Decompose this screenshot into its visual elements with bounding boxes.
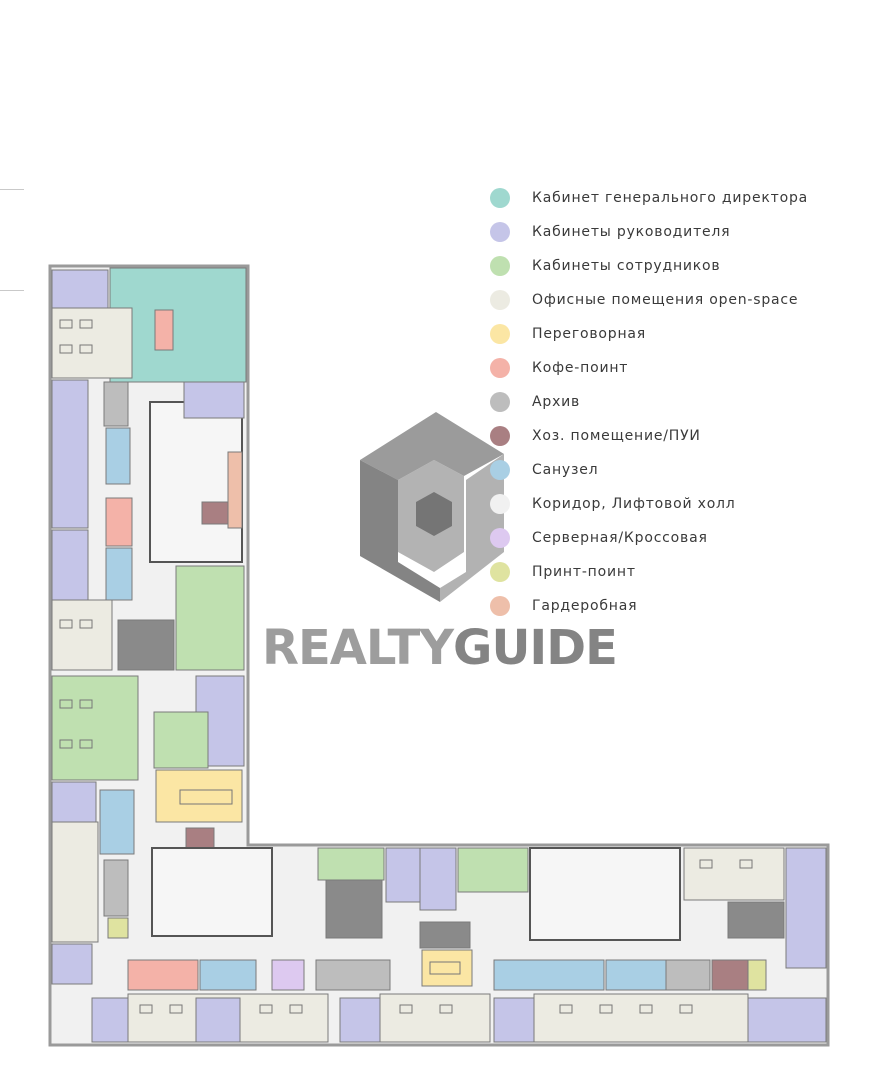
legend-swatch — [490, 528, 510, 548]
room-print-2 — [747, 959, 767, 991]
legend-item: Кабинеты руководителя — [490, 220, 730, 244]
room-staff-4 — [317, 847, 385, 881]
core-1 — [149, 401, 243, 563]
room-wc-5 — [493, 959, 605, 991]
room-manager-15 — [747, 997, 827, 1043]
core-3 — [529, 847, 681, 941]
legend-label: Переговорная — [532, 326, 647, 342]
room-openspace-6 — [379, 993, 491, 1043]
legend-item: Принт-поинт — [490, 560, 636, 584]
room-archive-6 — [315, 959, 391, 991]
legend-label: Санузел — [532, 462, 599, 478]
room-server-1 — [271, 959, 305, 991]
legend-label: Архив — [532, 394, 581, 410]
legend-label: Кабинеты руководителя — [532, 224, 731, 240]
watermark-text: REALTYGUIDE — [262, 620, 618, 676]
room-wc-1 — [105, 427, 131, 485]
room-utility-3 — [711, 959, 749, 991]
legend-item: Серверная/Кроссовая — [490, 526, 708, 550]
legend-item: Кабинет генерального директора — [490, 186, 808, 210]
room-manager-8 — [385, 847, 421, 903]
room-manager-12 — [195, 997, 241, 1043]
room-openspace-4 — [683, 847, 785, 901]
legend-item: Офисные помещения open-space — [490, 288, 798, 312]
room-manager-1 — [51, 269, 109, 309]
room-ceo-office — [109, 267, 247, 383]
room-utility-2 — [185, 827, 215, 849]
room-manager-6 — [51, 781, 97, 823]
legend-item: Кабинеты сотрудников — [490, 254, 720, 278]
legend-label: Гардеробная — [532, 598, 638, 614]
room-manager-2 — [51, 379, 89, 529]
legend-item: Архив — [490, 390, 580, 414]
room-staff-3 — [153, 711, 209, 769]
room-manager-13 — [339, 997, 381, 1043]
room-archive-8 — [665, 959, 711, 991]
legend-item: Хоз. помещение/ПУИ — [490, 424, 701, 448]
legend-swatch — [490, 188, 510, 208]
legend-swatch — [490, 358, 510, 378]
room-manager-7 — [51, 943, 93, 985]
room-archive-2 — [117, 619, 175, 671]
room-coffee-2 — [105, 497, 133, 547]
legend-item: Санузел — [490, 458, 598, 482]
legend-swatch — [490, 392, 510, 412]
room-manager-9 — [419, 847, 457, 911]
room-coffee-point — [154, 309, 174, 351]
room-coffee-3 — [127, 959, 199, 991]
room-openspace-3 — [51, 821, 99, 943]
legend-label: Кофе-поинт — [532, 360, 629, 376]
legend-item: Коридор, Лифтовой холл — [490, 492, 736, 516]
room-meeting-2 — [421, 949, 473, 987]
legend-swatch — [490, 596, 510, 616]
legend-swatch — [490, 562, 510, 582]
legend-label: Кабинеты сотрудников — [532, 258, 721, 274]
room-manager-3 — [51, 529, 89, 601]
room-manager-10 — [785, 847, 827, 969]
legend-label: Офисные помещения open-space — [532, 292, 799, 308]
room-manager-4 — [183, 381, 245, 419]
legend-label: Кабинет генерального директора — [532, 190, 809, 206]
room-openspace-1 — [51, 307, 133, 379]
room-wc-2 — [105, 547, 133, 601]
legend-label: Коридор, Лифтовой холл — [532, 496, 736, 512]
room-meeting-1 — [155, 769, 243, 823]
legend-swatch — [490, 256, 510, 276]
legend-swatch — [490, 460, 510, 480]
room-wardrobe-1 — [227, 451, 243, 529]
room-archive-1 — [103, 381, 129, 427]
room-manager-11 — [91, 997, 129, 1043]
legend-item: Кофе-поинт — [490, 356, 628, 380]
furniture — [59, 319, 753, 1014]
room-print-1 — [107, 917, 129, 939]
legend-item: Переговорная — [490, 322, 646, 346]
legend-swatch — [490, 426, 510, 446]
edge-line-bottom — [0, 290, 24, 291]
room-staff-2 — [51, 675, 139, 781]
room-openspace-7 — [533, 993, 749, 1043]
room-staff-5 — [457, 847, 529, 893]
room-archive-7 — [419, 921, 471, 949]
legend-label: Принт-поинт — [532, 564, 636, 580]
legend-swatch — [490, 324, 510, 344]
legend-swatch — [490, 222, 510, 242]
legend-label: Хоз. помещение/ПУИ — [532, 428, 701, 444]
edge-line-top — [0, 189, 24, 190]
room-openspace-2 — [51, 599, 113, 671]
legend-swatch — [490, 494, 510, 514]
core-2 — [151, 847, 273, 937]
legend-label: Серверная/Кроссовая — [532, 530, 708, 546]
room-manager-14 — [493, 997, 535, 1043]
room-wc-6 — [605, 959, 667, 991]
room-wc-3 — [99, 789, 135, 855]
legend-item: Гардеробная — [490, 594, 637, 618]
room-archive-4 — [325, 879, 383, 939]
legend-swatch — [490, 290, 510, 310]
room-archive-5 — [727, 901, 785, 939]
room-wc-4 — [199, 959, 257, 991]
room-staff-1 — [175, 565, 245, 671]
room-archive-3 — [103, 859, 129, 917]
room-utility-1 — [201, 501, 229, 525]
